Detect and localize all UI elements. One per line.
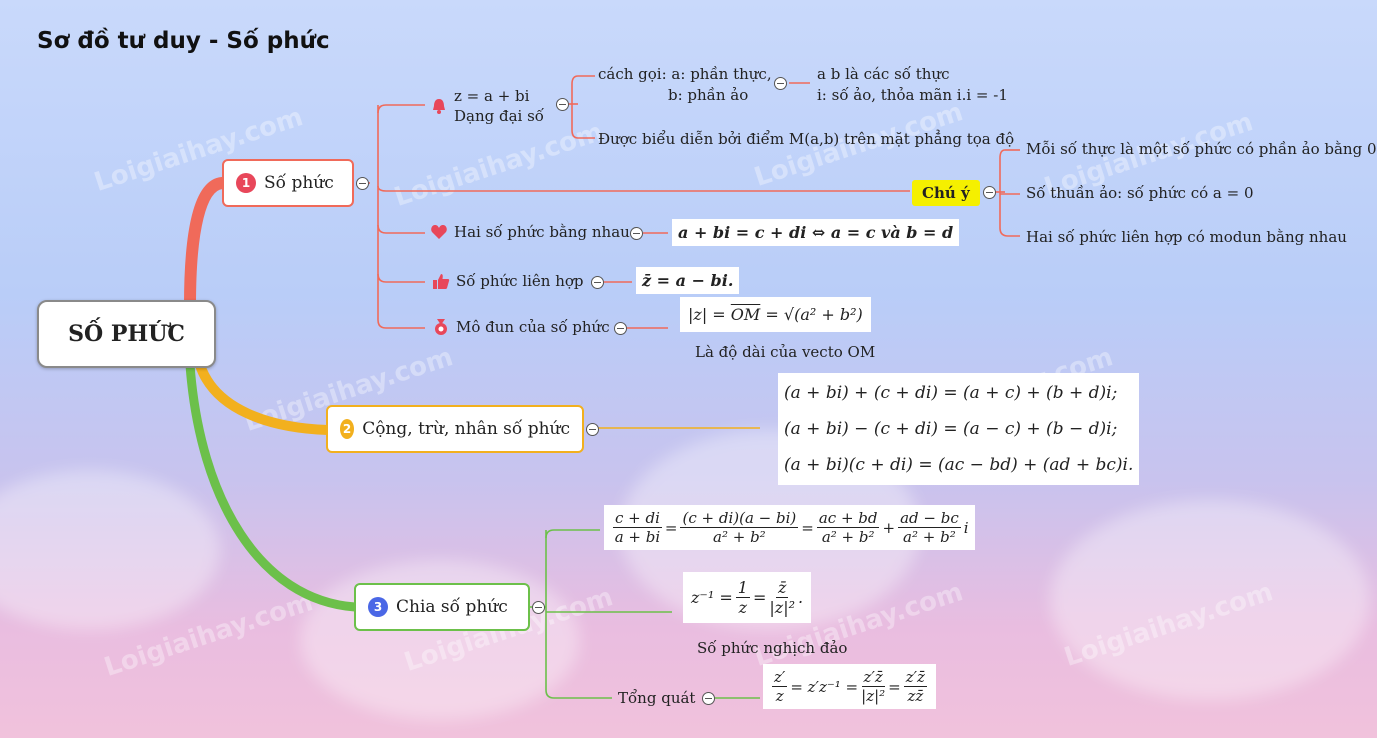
collapse-toggle[interactable]: [614, 322, 627, 335]
collapse-toggle[interactable]: [702, 692, 715, 705]
branch-number-badge: 1: [236, 173, 256, 193]
mo-dun-rhs: = √(a² + b²): [760, 305, 863, 324]
collapse-toggle[interactable]: [983, 186, 996, 199]
plus: +: [882, 518, 896, 537]
mo-dun-lhs: |z| =: [688, 305, 731, 324]
equals: =: [752, 588, 767, 607]
branch-chia-so-phuc[interactable]: 3 Chia số phức: [354, 583, 530, 631]
equals: =: [888, 677, 901, 696]
node-bieu-dien[interactable]: Được biểu diễn bởi điểm M(a,b) trên mặt …: [598, 130, 1015, 148]
medal-icon: [435, 319, 447, 335]
chu-y-item[interactable]: Số thuần ảo: số phức có a = 0: [1026, 184, 1254, 202]
formula-z: z = a + bi: [454, 87, 530, 105]
caption-nghich-dao: Số phức nghịch đảo: [697, 639, 848, 657]
chu-y-item[interactable]: Mỗi số thực là một số phức có phần ảo bằ…: [1026, 140, 1377, 158]
so-thuc-line1: a b là các số thực: [817, 65, 950, 83]
formula-lien-hop: z̄ = a − bi.: [636, 267, 740, 294]
collapse-toggle[interactable]: [532, 601, 545, 614]
inv-lhs: z⁻¹ =: [691, 588, 733, 607]
branch-number-badge: 3: [368, 597, 388, 617]
collapse-toggle[interactable]: [774, 77, 787, 90]
formula-cong: (a + bi) + (c + di) = (a + c) + (b + d)i…: [784, 383, 1118, 403]
collapse-toggle[interactable]: [630, 227, 643, 240]
branch-so-phuc[interactable]: 1 Số phức: [222, 159, 354, 207]
formula-hai-so-bang: a + bi = c + di ⇔ a = c và b = d: [672, 219, 960, 246]
branch-label: Chia số phức: [396, 597, 508, 617]
formula-tong-quat: z′z = z′z⁻¹ = z′z̄|z|² = z′z̄zz̄: [763, 664, 936, 709]
cach-goi-line2: b: phần ảo: [668, 86, 749, 104]
node-chu-y[interactable]: Chú ý: [912, 180, 980, 206]
collapse-toggle[interactable]: [591, 276, 604, 289]
fraction: z′z: [772, 668, 788, 705]
fraction: z̄|z|²: [769, 578, 795, 617]
chu-y-item[interactable]: Hai số phức liên hợp có modun bằng nhau: [1026, 228, 1347, 246]
formula-mo-dun: |z| = OM = √(a² + b²): [680, 297, 871, 332]
equals: =: [801, 518, 814, 537]
fraction: z′z̄zz̄: [903, 668, 927, 705]
node-cach-goi[interactable]: cách gọi: a: phần thực, b: phần ảo: [598, 64, 772, 106]
collapse-toggle[interactable]: [356, 177, 369, 190]
root-node[interactable]: SỐ PHỨC: [37, 300, 216, 368]
node-so-phuc-lien-hop[interactable]: Số phức liên hợp: [432, 272, 584, 290]
cach-goi-line1: cách gọi: a: phần thực,: [598, 65, 772, 83]
collapse-toggle[interactable]: [586, 423, 599, 436]
bell-icon: [433, 99, 445, 114]
node-label: Dạng đại số: [454, 107, 544, 125]
node-dang-dai-so[interactable]: z = a + bi Dạng đại số: [430, 86, 544, 126]
equals: =: [664, 518, 678, 537]
branch-label: Số phức: [264, 173, 334, 193]
fraction: (c + di)(a − bi)a² + b²: [680, 509, 799, 546]
collapse-toggle[interactable]: [556, 98, 569, 111]
branch-cong-tru-nhan[interactable]: 2 Cộng, trừ, nhân số phức: [326, 405, 584, 453]
node-mo-dun[interactable]: Mô đun của số phức: [432, 318, 610, 336]
node-so-thuc[interactable]: a b là các số thực i: số ảo, thỏa mãn i.…: [817, 64, 1008, 106]
tong-quat-mid: = z′z⁻¹ =: [790, 677, 859, 696]
so-thuc-line2: i: số ảo, thỏa mãn i.i = -1: [817, 86, 1008, 104]
fraction: z′z̄|z|²: [861, 668, 886, 705]
node-tong-quat[interactable]: Tổng quát: [618, 689, 696, 707]
formula-nhan: (a + bi)(c + di) = (ac − bd) + (ad + bc)…: [784, 455, 1134, 475]
imag-unit: i: [963, 518, 969, 537]
period: .: [798, 588, 804, 607]
formula-tru: (a + bi) − (c + di) = (a − c) + (b − d)i…: [784, 419, 1118, 439]
node-label: Mô đun của số phức: [456, 318, 610, 336]
node-label: Số phức liên hợp: [456, 272, 584, 290]
formula-cong-tru-nhan: (a + bi) + (c + di) = (a + c) + (b + d)i…: [778, 373, 1140, 485]
node-hai-so-phuc-bang-nhau[interactable]: Hai số phức bằng nhau: [430, 223, 630, 241]
branch-number-badge: 2: [340, 419, 355, 439]
caption-mo-dun: Là độ dài của vecto OM: [695, 343, 876, 361]
thumbs-up-icon: [433, 274, 450, 289]
page-title: Sơ đồ tư duy - Số phức: [37, 28, 330, 54]
vector-om: OM: [730, 305, 761, 324]
heart-icon: [431, 225, 447, 239]
node-label: Hai số phức bằng nhau: [454, 223, 630, 241]
branch-label: Cộng, trừ, nhân số phức: [362, 419, 570, 439]
